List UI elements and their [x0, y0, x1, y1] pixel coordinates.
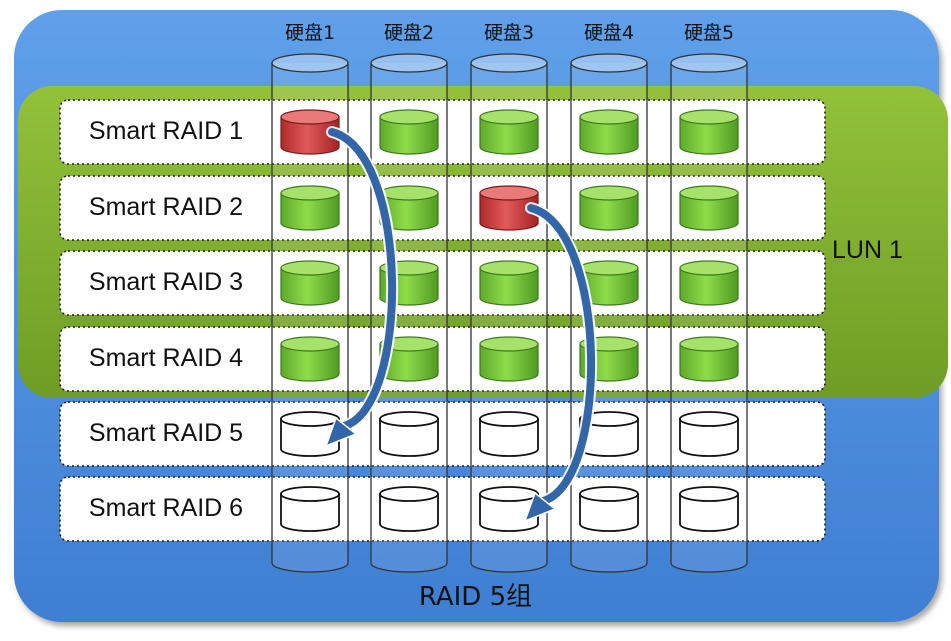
- chunk-empty-r6-d4: [579, 486, 639, 532]
- chunk-green-r3-d5: [679, 260, 739, 306]
- disk-label-2: 硬盘2: [383, 22, 435, 44]
- chunk-empty-r5-d5: [679, 411, 739, 457]
- chunk-green-r3-d1: [280, 260, 340, 306]
- chunk-green-r1-d5: [679, 109, 739, 155]
- chunk-green-r4-d3: [479, 336, 539, 382]
- chunk-green-r4-d1: [280, 336, 340, 382]
- chunk-green-r1-d3: [479, 109, 539, 155]
- chunk-empty-r5-d3: [479, 411, 539, 457]
- chunk-empty-r5-d1: [280, 411, 340, 457]
- chunk-empty-r6-d1: [280, 486, 340, 532]
- chunk-green-r2-d5: [679, 185, 739, 231]
- smart-raid-label-6: Smart RAID 6: [88, 494, 244, 522]
- chunk-green-r3-d3: [479, 260, 539, 306]
- migration-arrow-2: [523, 202, 598, 523]
- chunk-empty-r5-d4: [579, 411, 639, 457]
- disk-label-3: 硬盘3: [483, 22, 535, 44]
- smart-raid-label-1: Smart RAID 1: [88, 117, 244, 145]
- chunk-empty-r5-d2: [379, 411, 439, 457]
- chunk-green-r2-d4: [579, 185, 639, 231]
- chunk-empty-r6-d2: [379, 486, 439, 532]
- smart-raid-label-3: Smart RAID 3: [88, 268, 244, 296]
- chunk-green-r2-d1: [280, 185, 340, 231]
- chunk-green-r1-d2: [379, 109, 439, 155]
- smart-raid-label-2: Smart RAID 2: [88, 193, 244, 221]
- chunk-green-r4-d5: [679, 336, 739, 382]
- migration-arrow-1: [324, 126, 399, 448]
- chunk-red-r2-d3: [479, 185, 539, 231]
- raid-group-label: RAID 5组: [418, 582, 533, 612]
- disk-label-5: 硬盘5: [683, 22, 735, 44]
- smart-raid-label-4: Smart RAID 4: [88, 344, 244, 372]
- disk-label-1: 硬盘1: [284, 22, 336, 44]
- disk-label-4: 硬盘4: [583, 22, 635, 44]
- chunk-green-r2-d2: [379, 185, 439, 231]
- chunk-empty-r6-d3: [479, 486, 539, 532]
- chunk-red-r1-d1: [280, 109, 340, 155]
- chunk-empty-r6-d5: [679, 486, 739, 532]
- lun-label: LUN 1: [832, 236, 903, 264]
- chunk-green-r1-d4: [579, 109, 639, 155]
- smart-raid-label-5: Smart RAID 5: [88, 419, 244, 447]
